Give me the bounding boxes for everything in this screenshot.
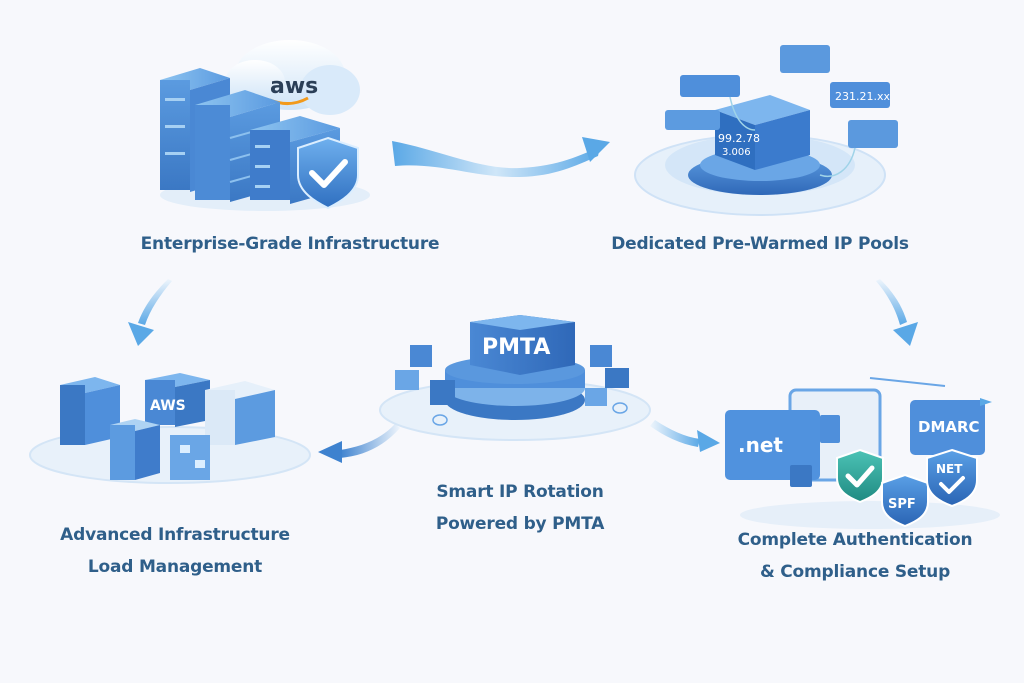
label-line: Advanced Infrastructure [60,525,290,545]
ip-card-text: 99.2.78 [718,132,760,145]
server-cube-icon [430,380,455,405]
arrow-ippools-to-auth [876,279,918,346]
net-shield-icon: NET [926,448,978,508]
aws-datacenter-cluster-icon: AWS [29,373,311,484]
arrow-pmta-to-load [318,424,400,463]
aws-logo-text: aws [270,74,318,99]
dmarc-card-icon [910,400,985,455]
node-label-enterprise-infrastructure: Enterprise-Grade Infrastructure [140,234,440,254]
ip-card-text: 3.006 [722,147,751,158]
pmta-logo-text: PMTA [482,335,550,360]
node-label-load-management: Advanced Infrastructure Load Management [20,519,330,583]
svg-text:SPF: SPF [888,497,916,512]
domain-card-text: .net [738,433,783,457]
arrow-pmta-to-auth [650,420,720,452]
dmarc-card-text: DMARC [918,418,980,436]
building-icon [110,425,135,480]
pmta-server-hub-icon: PMTA [379,315,651,441]
label-line: Smart IP Rotation [436,482,604,502]
ip-card-icon [680,75,740,97]
domain-card-icon [725,410,820,480]
building-icon [170,435,210,480]
server-cube-icon [605,368,629,388]
cloud-icon: aws [225,40,360,115]
auth-shields-icon: .net DMARC SPF NET [725,377,1000,529]
spf-shield-icon: SPF [881,473,929,528]
arrow-infra-to-load [128,279,172,346]
label-line: Powered by PMTA [435,514,605,534]
ip-card-icon [780,45,830,73]
ip-card-icon [830,82,890,108]
shield-check-icon [297,136,359,210]
ip-pool-platform-icon: 99.2.78 3.006 231.21.xx [634,45,898,216]
server-cube-icon [395,370,419,390]
server-cube-icon [590,345,612,367]
ip-card-text: 231.21.xx [835,90,890,103]
server-cube-icon [410,345,432,367]
shield-check-icon [836,448,884,504]
ip-card-icon [665,110,720,130]
svg-text:NET: NET [936,462,963,476]
node-label-smart-ip-rotation: Smart IP Rotation Powered by PMTA [380,476,660,540]
node-label-authentication: Complete Authentication & Compliance Set… [705,524,1005,588]
label-line: Load Management [87,557,263,577]
server-cube-icon [585,388,607,406]
aws-server-stack-shield-icon: aws [160,40,370,211]
label-line: Complete Authentication [737,530,973,550]
node-label-ip-pools: Dedicated Pre-Warmed IP Pools [611,234,909,254]
arrow-infra-to-ippools [392,137,610,178]
ip-card-icon [848,120,898,148]
aws-logo-text: AWS [150,398,186,414]
label-line: & Compliance Setup [759,562,951,582]
server-rack-icon [60,385,85,445]
